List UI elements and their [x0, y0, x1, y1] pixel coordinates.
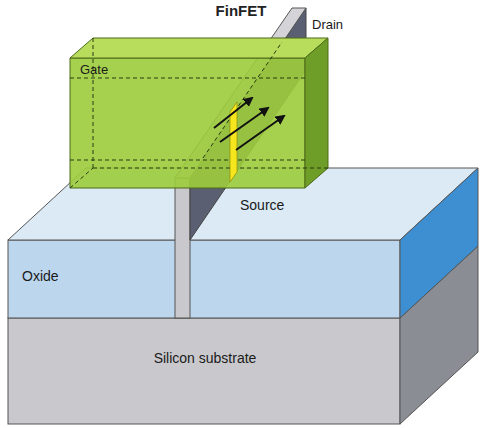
oxide-side: [400, 168, 478, 318]
gate-side: [305, 38, 328, 188]
part-label: Gate: [80, 62, 160, 78]
oxide-front: [8, 240, 400, 318]
part-label: Oxide: [22, 268, 112, 285]
hidden-edges: [70, 38, 328, 188]
part-label: Source: [240, 197, 330, 214]
part-label: Drain: [312, 17, 392, 33]
diagram-title: FinFET: [0, 2, 482, 19]
part-label: Silicon substrate: [150, 350, 260, 367]
fin-front: [175, 178, 190, 318]
current-arrows: [214, 98, 284, 150]
gate-top: [70, 38, 328, 58]
substrate-front: [8, 318, 400, 424]
